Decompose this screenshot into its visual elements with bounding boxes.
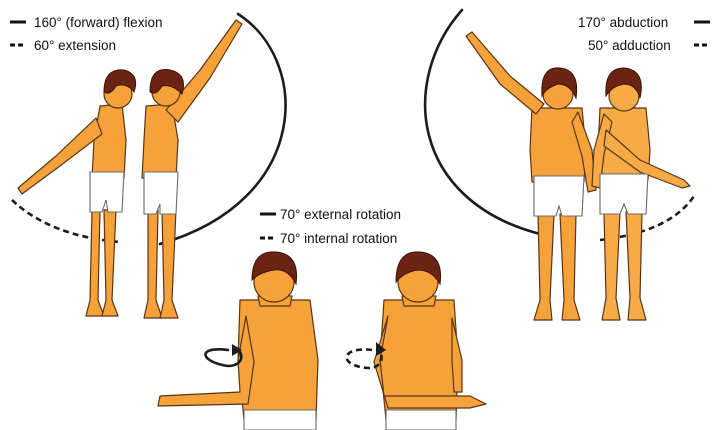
legend-internal-rotation: 70° internal rotation — [260, 231, 397, 246]
legend-extension: 60° extension — [10, 38, 116, 53]
figure-adduction — [592, 68, 690, 320]
figure-flexion — [142, 20, 242, 318]
label-adduction: 50° adduction — [588, 38, 671, 53]
figure-abduction — [466, 32, 596, 320]
label-abduction: 170° abduction — [578, 15, 668, 30]
legend-external-rotation: 70° external rotation — [260, 207, 401, 222]
figure-extension — [18, 70, 136, 316]
label-internal-rotation: 70° internal rotation — [280, 231, 397, 246]
flexion-extension-figure — [12, 14, 285, 318]
abduction-adduction-figure — [425, 10, 694, 320]
rotation-figure — [158, 252, 486, 430]
label-external-rotation: 70° external rotation — [280, 207, 401, 222]
label-extension: 60° extension — [34, 38, 116, 53]
legend-adduction: 50° adduction — [588, 38, 710, 53]
label-flexion: 160° (forward) flexion — [34, 15, 162, 30]
figure-external-rotation — [158, 252, 318, 430]
figure-internal-rotation — [347, 252, 486, 430]
legend-flexion: 160° (forward) flexion — [10, 15, 162, 30]
legend-abduction: 170° abduction — [578, 15, 710, 30]
